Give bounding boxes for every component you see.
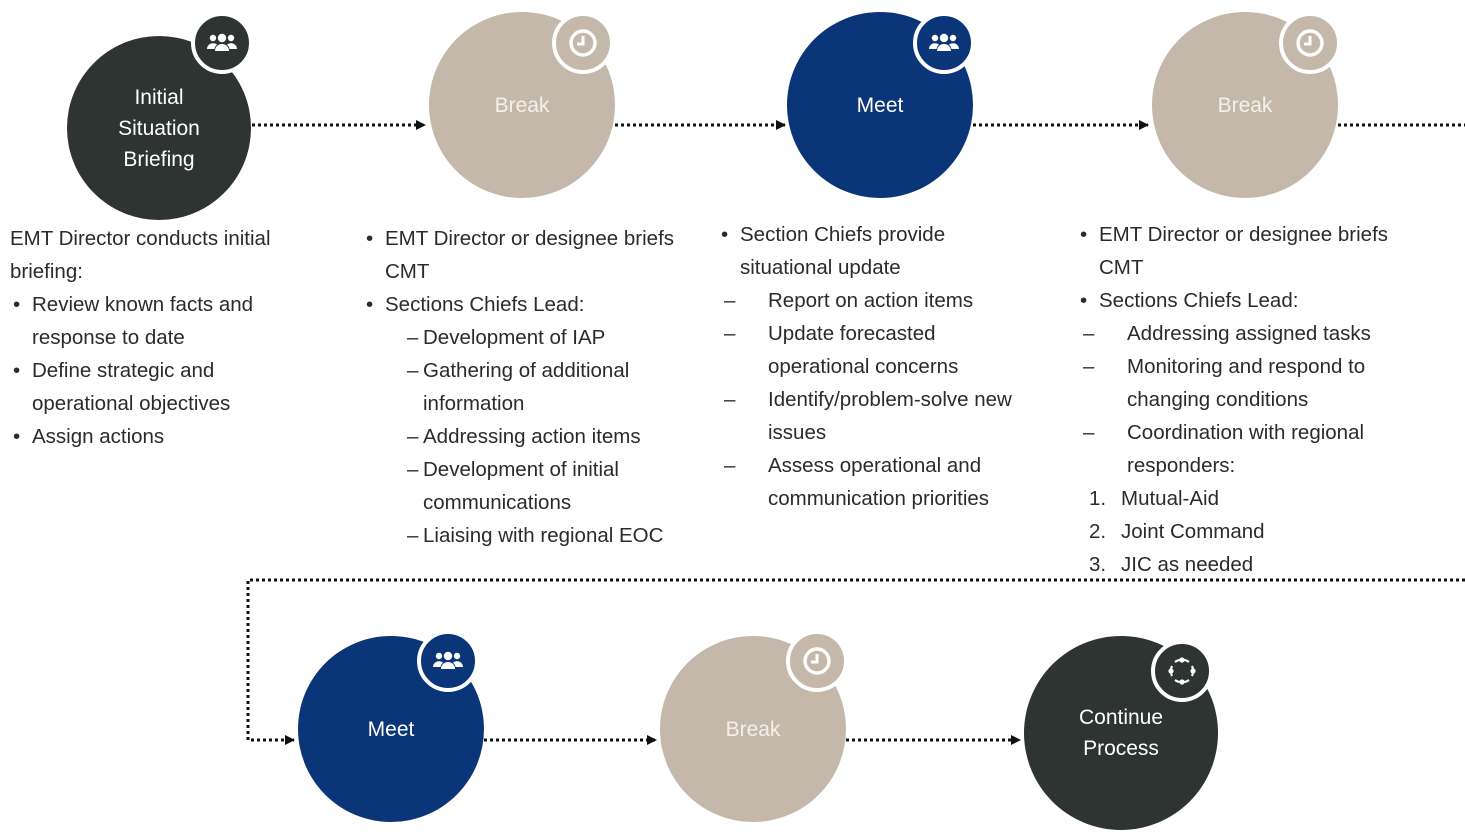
bullet-item: Assign actions xyxy=(10,420,310,453)
sub-item-text: Development of IAP xyxy=(423,326,606,349)
sub-item: –Liaising with regional EOC xyxy=(407,524,664,547)
sub-item: –Coordination with regional responders: xyxy=(1083,421,1365,477)
step-label: Break xyxy=(725,717,781,741)
sub-item-text: Monitoring and respond to changing condi… xyxy=(1127,355,1366,411)
break-2-description: EMT Director or designee briefs CMT Sect… xyxy=(1077,218,1465,581)
sub-item: –Monitoring and respond to changing cond… xyxy=(1083,355,1366,411)
bullet-item: Sections Chiefs Lead: xyxy=(1077,284,1465,317)
bullet-item: Define strategic and operational objecti… xyxy=(10,354,310,420)
sub-item: –Report on action items xyxy=(724,289,974,312)
sub-item: –Identify/problem-solve new issues xyxy=(724,388,1012,444)
sub-item-text: Gathering of additional information xyxy=(423,359,630,415)
sub-item-text: Addressing assigned tasks xyxy=(1127,322,1371,345)
sub-item-text: Update forecasted operational concerns xyxy=(768,322,959,378)
step-label: Meet xyxy=(367,717,415,741)
sub-item: –Development of initial communications xyxy=(407,458,619,514)
bullet-item: EMT Director or designee briefs CMT xyxy=(363,222,681,288)
intro-text: EMT Director conducts initial briefing: xyxy=(10,227,271,283)
clock-icon xyxy=(1279,12,1341,74)
numbered-item: 2.Joint Command xyxy=(1089,520,1265,543)
sub-item: –Update forecasted operational concerns xyxy=(724,322,959,378)
numbered-item: 1.Mutual-Aid xyxy=(1089,487,1219,510)
numbered-item-text: Joint Command xyxy=(1121,520,1265,543)
bullet-item: Review known facts and response to date xyxy=(10,288,310,354)
step-label: Break xyxy=(1217,93,1273,117)
initial-briefing-description: EMT Director conducts initial briefing: … xyxy=(10,222,310,453)
sub-item-text: Assess operational and communication pri… xyxy=(768,454,990,510)
return-connector xyxy=(246,578,1465,745)
step-label: Meet xyxy=(856,93,904,117)
sub-item-text: Liaising with regional EOC xyxy=(423,524,664,547)
sub-item-text: Development of initial communications xyxy=(423,458,619,514)
step-label: Continue Process xyxy=(1078,706,1164,760)
clock-icon xyxy=(786,630,848,692)
sub-item-text: Coordination with regional responders: xyxy=(1127,421,1365,477)
step-label: Break xyxy=(494,93,550,117)
sub-item: –Addressing action items xyxy=(407,425,641,448)
sub-item: –Gathering of additional information xyxy=(407,359,630,415)
sub-item: –Development of IAP xyxy=(407,326,606,349)
numbered-item: 3.JIC as needed xyxy=(1089,553,1254,576)
people-icon xyxy=(417,630,479,692)
people-icon xyxy=(191,12,253,74)
cycle-icon xyxy=(1151,640,1213,702)
sub-item-text: Identify/problem-solve new issues xyxy=(768,388,1012,444)
bullet-item: EMT Director or designee briefs CMT xyxy=(1077,218,1399,284)
break-1-description: EMT Director or designee briefs CMT Sect… xyxy=(363,222,681,552)
clock-icon xyxy=(552,12,614,74)
sub-item-text: Report on action items xyxy=(768,289,974,312)
bullet-item: Sections Chiefs Lead: xyxy=(363,288,681,321)
sub-item: –Addressing assigned tasks xyxy=(1083,322,1371,345)
meet-1-description: Section Chiefs provide situational updat… xyxy=(718,218,1058,515)
sub-item: –Assess operational and communication pr… xyxy=(724,454,990,510)
numbered-item-text: Mutual-Aid xyxy=(1121,487,1219,510)
bullet-item: Section Chiefs provide situational updat… xyxy=(718,218,1010,284)
people-icon xyxy=(913,12,975,74)
numbered-item-text: JIC as needed xyxy=(1121,553,1254,576)
step-label: Initial Situation Briefing xyxy=(118,85,200,171)
sub-item-text: Addressing action items xyxy=(423,425,641,448)
